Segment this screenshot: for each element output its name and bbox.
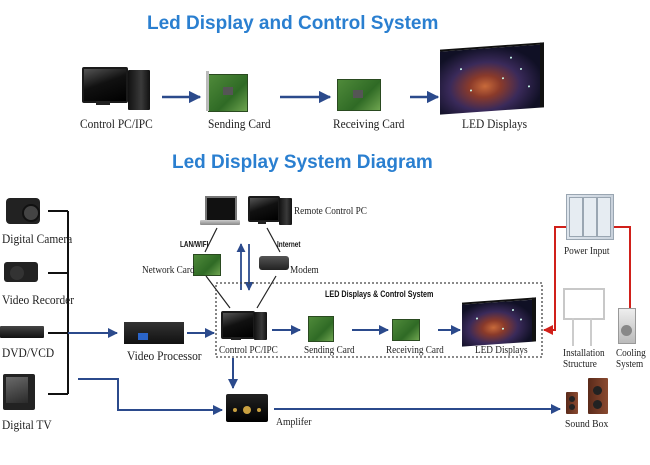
circuit-card-icon — [193, 254, 221, 276]
dvd-player-icon — [0, 326, 44, 338]
label: Sending Card — [208, 116, 271, 131]
air-conditioner-icon — [618, 308, 636, 344]
circuit-card-icon — [308, 316, 334, 342]
label: DVD/VCD — [2, 345, 55, 360]
label: Amplifer — [276, 416, 312, 428]
label: Modem — [290, 265, 319, 276]
label: Power Input — [564, 246, 610, 257]
label: Sending Card — [304, 345, 355, 356]
tower-icon — [279, 198, 292, 225]
title-system-diagram: Led Display System Diagram — [172, 152, 433, 173]
tower-icon — [254, 312, 267, 340]
steel-frame-icon — [563, 288, 605, 320]
power-cabinet-icon — [566, 194, 614, 240]
label-line2: System — [616, 359, 644, 370]
lan-wifi-tag: LAN/WIFI — [180, 240, 209, 249]
label: Remote Control PC — [294, 206, 367, 217]
arrow-tv-to-amplifier — [78, 378, 223, 415]
monitor-icon — [82, 67, 128, 103]
label: Control PC/IPC — [80, 116, 153, 131]
amplifier-icon — [226, 394, 268, 422]
tower-icon — [128, 70, 150, 110]
label: Receiving Card — [333, 116, 405, 131]
label: Digital TV — [2, 417, 52, 432]
power-to-led — [543, 226, 566, 335]
label-line2: Structure — [563, 359, 597, 370]
label-line1: Installation — [563, 348, 605, 359]
remote-links — [204, 227, 281, 309]
label: Digital Camera — [2, 231, 73, 246]
video-processor-icon — [124, 322, 184, 344]
monitor-icon — [248, 196, 280, 222]
label: Sound Box — [565, 418, 609, 430]
led-screen-icon — [440, 42, 544, 115]
power-to-cooling — [612, 226, 635, 319]
circuit-card-icon — [337, 79, 381, 111]
tv-icon — [3, 374, 35, 410]
monitor-icon — [221, 311, 255, 339]
label: LED Displays — [462, 116, 528, 131]
modem-icon — [259, 256, 289, 270]
circuit-card-icon — [392, 319, 420, 341]
label: Control PC/IPC — [219, 345, 278, 356]
source-bracket — [48, 210, 69, 395]
label: Receiving Card — [386, 345, 444, 356]
label: Video Recorder — [2, 292, 75, 307]
speaker-icon — [588, 378, 608, 414]
label: Network Card — [142, 265, 195, 276]
label: Video Processor — [127, 348, 202, 363]
led-screen-icon — [462, 297, 536, 347]
circuit-card-icon — [206, 71, 248, 112]
speaker-icon — [566, 392, 578, 414]
label: LED Displays — [475, 345, 528, 356]
label-line1: Cooling — [616, 348, 646, 359]
internet-tag: Internet — [277, 240, 301, 249]
laptop-icon — [205, 196, 237, 220]
title-control-system: Led Display and Control System — [147, 13, 439, 34]
system-box-title: LED Displays & Control System — [325, 289, 434, 299]
